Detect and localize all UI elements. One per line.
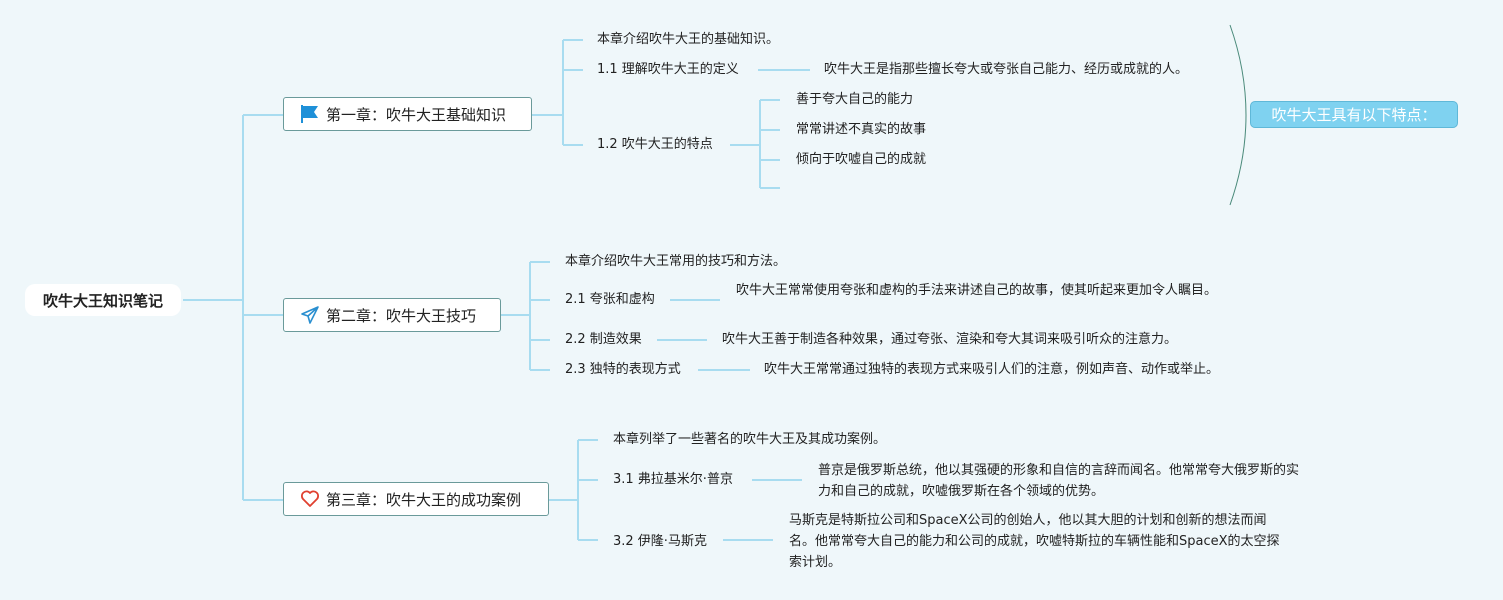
chapter3-connector — [548, 439, 598, 541]
flag-icon — [300, 104, 320, 124]
chapter-1-intro[interactable]: 本章介绍吹牛大王的基础知识。 — [597, 32, 780, 47]
chapter-3-intro[interactable]: 本章列举了一些著名的吹牛大王及其成功案例。 — [613, 432, 887, 447]
section-1-2-connector — [730, 99, 780, 189]
summary-node[interactable]: 吹牛大王具有以下特点： — [1250, 101, 1458, 128]
section-2-1-detail[interactable]: 吹牛大王常常使用夸张和虚构的手法来讲述自己的故事，使其听起来更加令人瞩目。 — [736, 283, 1218, 298]
chapter-2-intro[interactable]: 本章介绍吹牛大王常用的技巧和方法。 — [565, 254, 787, 269]
chapter2-connector — [500, 261, 550, 371]
summary-brace — [1229, 24, 1247, 206]
chapter-2-label: 第二章：吹牛大王技巧 — [326, 306, 477, 325]
section-2-3-detail[interactable]: 吹牛大王常常通过独特的表现方式来吸引人们的注意，例如声音、动作或举止。 — [764, 362, 1220, 377]
paper-plane-icon — [300, 305, 320, 325]
trait-item[interactable]: 倾向于吹嘘自己的成就 — [796, 152, 927, 167]
section-1-1-detail[interactable]: 吹牛大王是指那些擅长夸大或夸张自己能力、经历或成就的人。 — [824, 62, 1189, 77]
section-3-1-detail[interactable]: 普京是俄罗斯总统，他以其强硬的形象和自信的言辞而闻名。他常常夸大俄罗斯的实力和自… — [818, 463, 1300, 499]
chapter-3-label: 第三章：吹牛大王的成功案例 — [326, 490, 522, 509]
chapter3-detail-connectors — [723, 479, 802, 541]
chapter1-connector — [531, 39, 583, 146]
section-2-2-label[interactable]: 2.2 制造效果 — [565, 332, 642, 347]
root-node[interactable]: 吹牛大王知识笔记 — [25, 284, 181, 316]
section-2-3-label[interactable]: 2.3 独特的表现方式 — [565, 362, 681, 377]
chapter2-detail-connectors — [657, 299, 750, 371]
trait-item[interactable]: 善于夸大自己的能力 — [796, 92, 914, 107]
section-3-2-detail[interactable]: 马斯克是特斯拉公司和SpaceX公司的创始人，他以其大胆的计划和创新的想法而闻名… — [789, 513, 1280, 570]
section-2-1-label[interactable]: 2.1 夸张和虚构 — [565, 292, 655, 307]
section-3-1-label[interactable]: 3.1 弗拉基米尔·普京 — [613, 472, 733, 487]
chapter-1-label: 第一章：吹牛大王基础知识 — [326, 105, 507, 124]
root-label: 吹牛大王知识笔记 — [42, 291, 163, 310]
section-3-2-label[interactable]: 3.2 伊隆·马斯克 — [613, 534, 707, 549]
heart-icon — [300, 489, 320, 509]
section-2-2-detail[interactable]: 吹牛大王善于制造各种效果，通过夸张、渲染和夸大其词来吸引听众的注意力。 — [722, 332, 1178, 347]
summary-label: 吹牛大王具有以下特点： — [1271, 106, 1437, 124]
trunk-connector — [242, 114, 283, 501]
section-1-2-label[interactable]: 1.2 吹牛大王的特点 — [597, 137, 713, 152]
chapter-1-node[interactable]: 第一章：吹牛大王基础知识 — [283, 97, 532, 131]
chapter-3-node[interactable]: 第三章：吹牛大王的成功案例 — [283, 482, 549, 516]
trait-item[interactable]: 常常讲述不真实的故事 — [796, 122, 927, 137]
chapter-2-node[interactable]: 第二章：吹牛大王技巧 — [283, 298, 501, 332]
section-1-1-label[interactable]: 1.1 理解吹牛大王的定义 — [597, 62, 739, 77]
